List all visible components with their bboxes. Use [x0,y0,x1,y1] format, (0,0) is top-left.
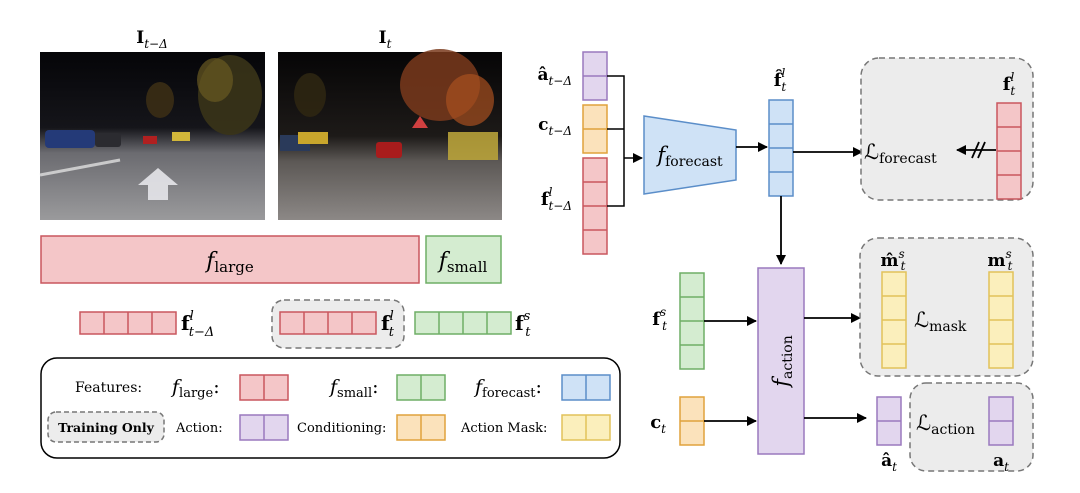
frame-curr: It [278,28,502,220]
forecast-loss-label: ℒforecast [864,140,937,167]
legend-forecast-swatch [561,374,611,401]
pred-action: ât [876,396,902,474]
svg-text:Training Only: Training Only [58,420,155,435]
legend-forecast-label: fforecast: [473,376,542,401]
legend-action-mask-swatch [561,414,611,441]
legend-small-swatch [396,374,446,401]
input-c-prev-label: ct−Δ [538,115,572,138]
legend-large-swatch [239,374,289,401]
action-module: faction [757,267,805,455]
forecast-module-label: fforecast [655,143,723,170]
legend: Features: flarge: fsmall: fforecast: Tra… [40,357,621,459]
legend-training-only: Training Only [47,411,165,443]
forecast-module: fforecast [643,115,737,195]
encoder-small-label: fsmall [437,249,488,276]
legend-features: Features: [75,380,142,396]
legend-action: Action: [175,421,223,436]
input-a-prev-label: ât−Δ [537,65,572,88]
input-c-curr-label: ct [650,412,666,436]
legend-conditioning-swatch [396,414,446,441]
pred-action-label: ât [881,451,897,474]
frame-prev-label: It−Δ [136,28,168,51]
legend-conditioning: Conditioning: [297,421,386,436]
legend-small-label: fsmall: [328,376,379,401]
mask-loss-label: ℒmask [914,308,967,335]
encoder-small: fsmall [425,235,502,284]
forecast-input-connector [607,75,643,207]
input-c-prev: ct−Δ [538,104,608,154]
legend-action-swatch [239,414,289,441]
stop-gradient-mark [971,141,980,159]
target-action-label: at [993,451,1009,474]
action-loss-box: ℒaction at [909,382,1034,474]
input-c-curr: ct [650,396,705,446]
legend-large-label: flarge: [170,376,220,401]
legend-action-mask: Action Mask: [460,421,547,436]
frame-curr-label: It [379,28,392,51]
action-loss-label: ℒaction [916,411,975,438]
action-module-label: faction [769,335,796,389]
input-a-prev: ât−Δ [537,51,608,101]
encoder-large: flarge [40,235,420,284]
frame-prev: It−Δ [39,28,265,220]
